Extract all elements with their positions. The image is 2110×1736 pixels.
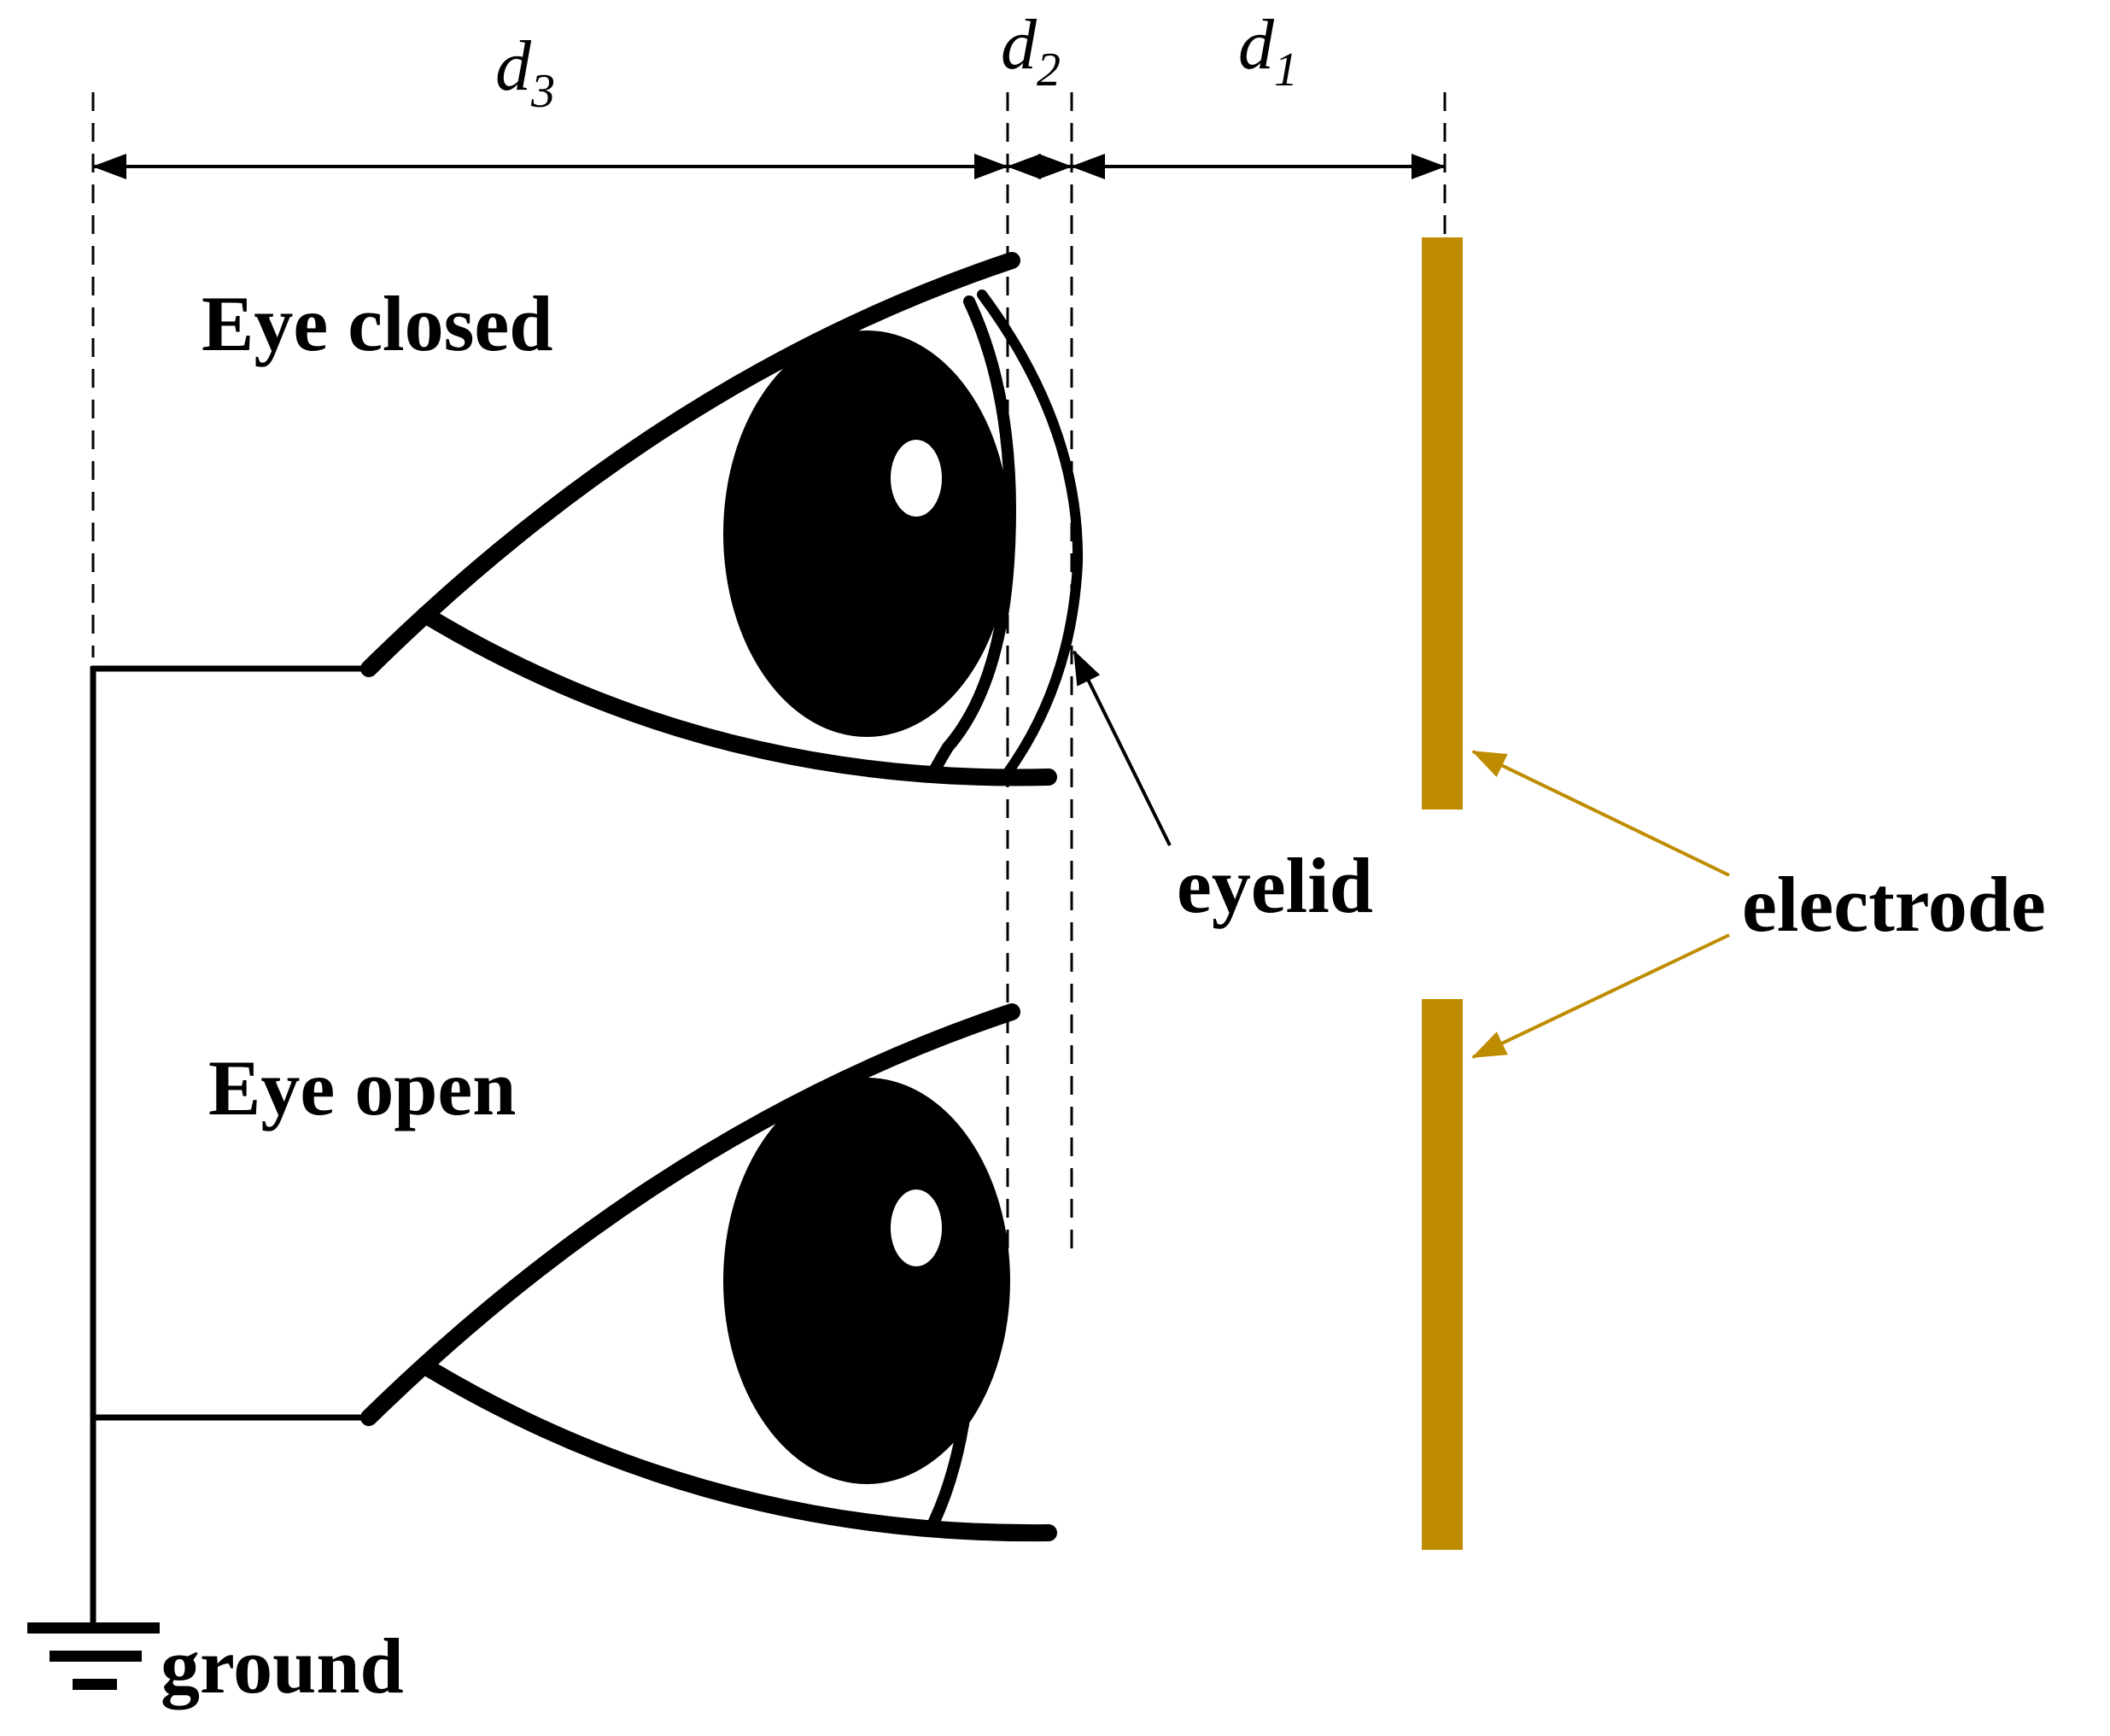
electrode-pointer-bottom	[1471, 933, 1730, 1059]
closed-eye-drawing	[360, 252, 1084, 786]
d3-label: d3	[495, 26, 555, 118]
electrode-label: electrode	[1742, 861, 2046, 948]
eye-open-label: Eye open	[208, 1044, 516, 1131]
ground-bar-1	[27, 1622, 160, 1634]
closed-eye-iris	[723, 330, 1010, 737]
open-eye-drawing	[360, 1003, 1057, 1542]
eyelid-pointer	[1073, 650, 1172, 846]
closed-eye-lower-line	[417, 606, 1057, 786]
ground-bar-2	[50, 1651, 142, 1662]
closed-eye-inner-curve	[925, 295, 1016, 783]
electrode-top	[1422, 237, 1463, 810]
electrode-pointer-top	[1471, 750, 1730, 877]
open-eye-iris	[723, 1078, 1010, 1484]
open-eye-lower-line	[417, 1358, 1057, 1542]
open-eye-upper-line	[360, 1003, 1020, 1426]
open-eye-highlight	[891, 1189, 942, 1266]
ground-bar-3	[73, 1679, 117, 1690]
ground-label: ground	[161, 1622, 404, 1710]
closed-eye-highlight	[891, 440, 942, 517]
d1-label: d1	[1238, 5, 1298, 96]
open-eye-inner-curve	[925, 1373, 975, 1534]
electrode-pointers	[1471, 750, 1730, 1059]
electrodes	[1422, 237, 1463, 1550]
closed-eye-upper-line	[360, 252, 1020, 677]
ground-symbol-icon	[27, 1622, 160, 1690]
d2-label: d2	[1001, 5, 1061, 96]
electrode-bottom	[1422, 999, 1463, 1550]
eyelid-label: eyelid	[1177, 842, 1373, 929]
ground-wiring	[90, 665, 369, 1627]
closed-eyelid-curve	[977, 289, 1084, 778]
eye-closed-label: Eye closed	[202, 280, 552, 367]
